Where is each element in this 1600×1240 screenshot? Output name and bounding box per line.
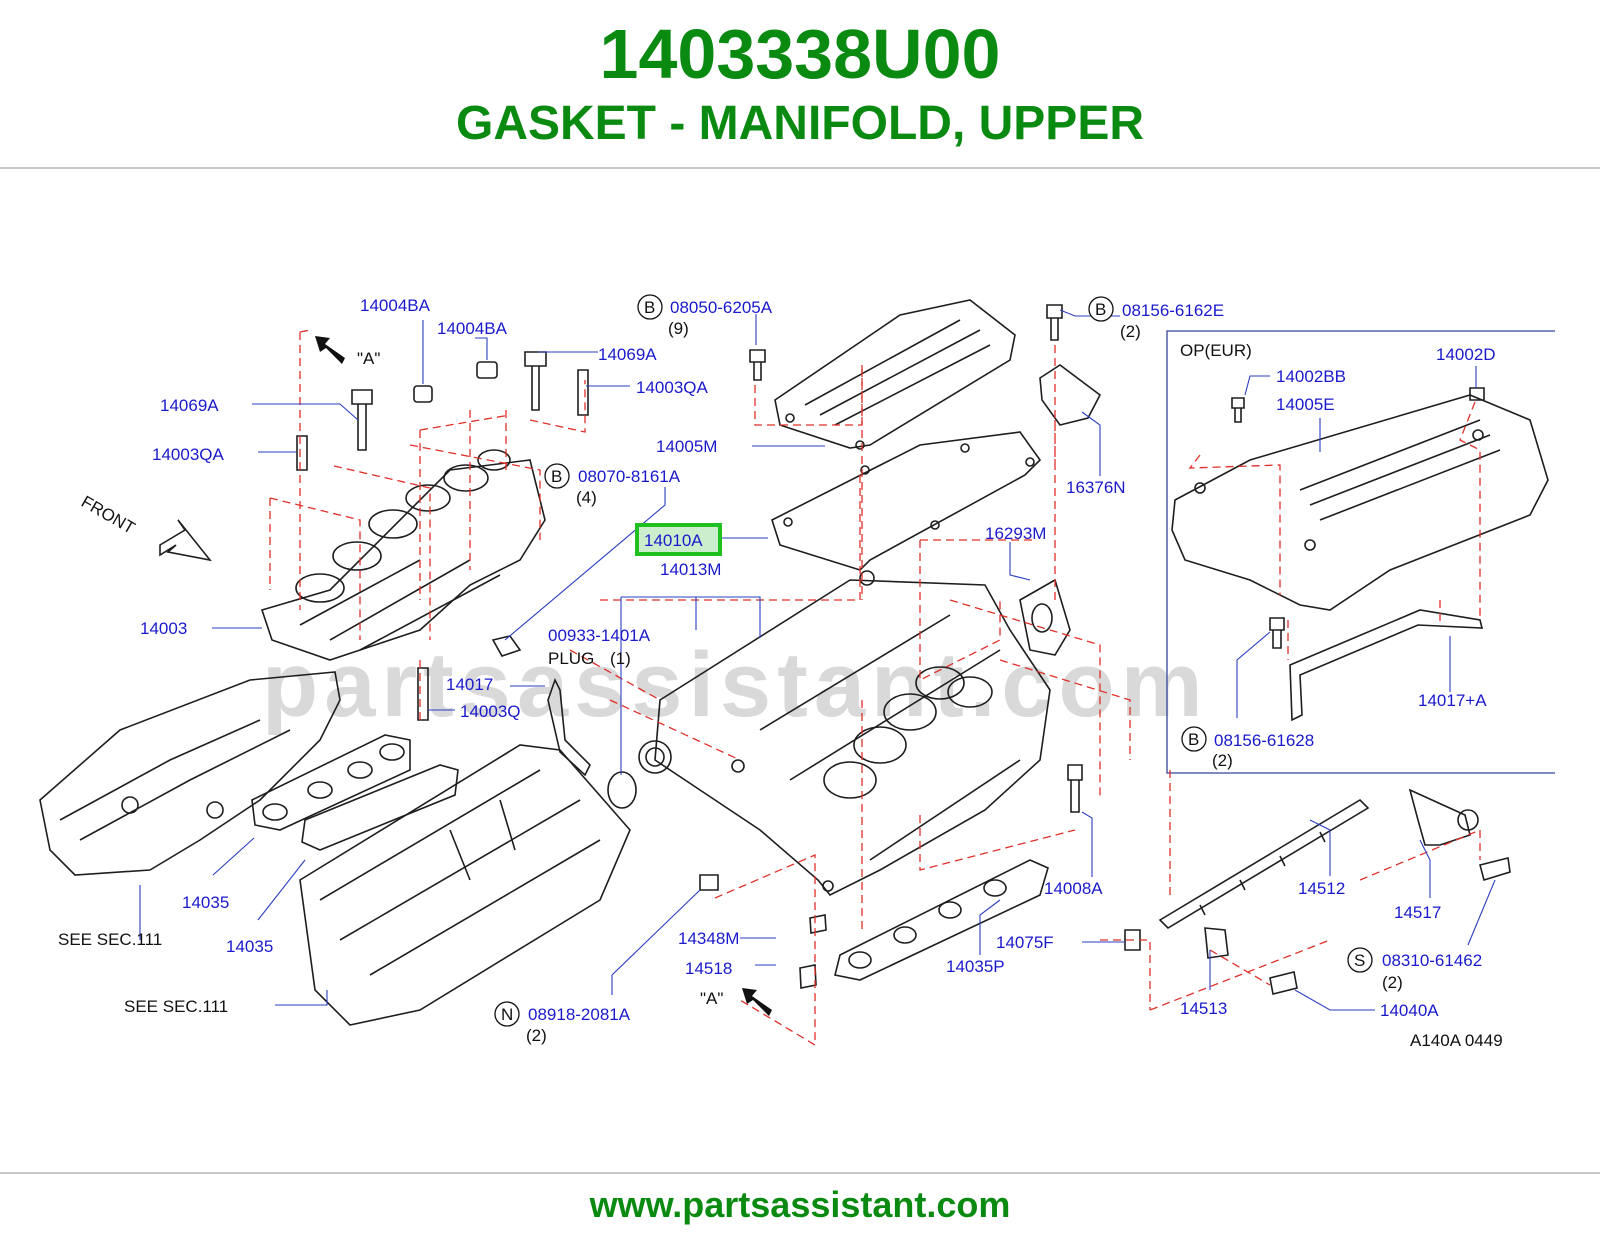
site-url[interactable]: www.partsassistant.com [589, 1184, 1011, 1225]
fasteners-drawing [296, 304, 1511, 995]
label-plug: PLUG [548, 649, 594, 668]
label-14069A-1[interactable]: 14069A [598, 345, 657, 364]
upper-manifold-drawing [638, 570, 1051, 897]
label-14517[interactable]: 14517 [1394, 903, 1441, 922]
label-08156-61628[interactable]: 08156-61628 [1214, 731, 1314, 750]
label-plug-qty: (1) [610, 649, 631, 668]
header-divider [0, 167, 1600, 169]
collector-cover-drawing [774, 299, 1016, 450]
label-08070-8161A[interactable]: 08070-8161A [578, 467, 681, 486]
label-08156-box-qty: (2) [1212, 751, 1233, 770]
label-view-a-top: "A" [357, 349, 380, 368]
bracket-14017-drawing [547, 677, 591, 777]
label-see-sec-111-1: SEE SEC.111 [58, 930, 162, 949]
bracket-16376N-drawing [1039, 364, 1102, 426]
label-14518[interactable]: 14518 [685, 959, 732, 978]
watermark-text: partsassistant.com [262, 634, 1209, 736]
symbol-circles [494, 294, 1373, 1027]
label-14003[interactable]: 14003 [140, 619, 187, 638]
label-16293M[interactable]: 16293M [985, 524, 1046, 543]
label-14040A[interactable]: 14040A [1380, 1001, 1439, 1020]
plug-ring-drawing [607, 771, 637, 809]
label-14035P[interactable]: 14035P [946, 957, 1005, 976]
label-14513[interactable]: 14513 [1180, 999, 1227, 1018]
symbol-b-3: B [551, 467, 562, 486]
label-14005E[interactable]: 14005E [1276, 395, 1335, 414]
label-14003QA-1[interactable]: 14003QA [636, 378, 708, 397]
gasket-14035P-drawing [834, 859, 1049, 981]
label-14010A[interactable]: 14010A [644, 531, 703, 550]
lower-manifold-drawing [260, 449, 546, 661]
label-op-eur: OP(EUR) [1180, 341, 1252, 360]
gasket-14010A-drawing [771, 431, 1042, 571]
regulator-drawing [1408, 788, 1479, 846]
label-08050-6205A[interactable]: 08050-6205A [670, 298, 773, 317]
view-a-arrow-top [315, 336, 345, 364]
label-08310-qty: (2) [1382, 973, 1403, 992]
cylinder-head-left-drawing [39, 671, 341, 876]
exhaust-gasket-drawing [251, 734, 459, 851]
label-08156-6162E[interactable]: 08156-6162E [1122, 301, 1224, 320]
label-front: FRONT [78, 492, 138, 538]
cylinder-head-right-drawing [299, 744, 631, 1026]
label-14008A[interactable]: 14008A [1044, 879, 1103, 898]
symbol-n: N [501, 1005, 513, 1024]
engine-cover-drawing [1171, 394, 1549, 611]
callout-labels: 14004BA 14004BA 14069A 14003QA 14069A 14… [58, 296, 1503, 1050]
label-14348M[interactable]: 14348M [678, 929, 739, 948]
symbol-b-4: B [1188, 730, 1199, 749]
label-14017[interactable]: 14017 [446, 675, 493, 694]
view-a-arrow-bottom [742, 988, 772, 1016]
leader-lines [139, 309, 1496, 1011]
label-14005M[interactable]: 14005M [656, 437, 717, 456]
label-08310-61462[interactable]: 08310-61462 [1382, 951, 1482, 970]
label-14512[interactable]: 14512 [1298, 879, 1345, 898]
label-14035-2[interactable]: 14035 [226, 937, 273, 956]
label-14004BA-2[interactable]: 14004BA [437, 319, 508, 338]
label-08050-qty: (9) [668, 319, 689, 338]
assembly-lines [269, 329, 1481, 1047]
label-08070-qty: (4) [576, 488, 597, 507]
label-08918-2081A[interactable]: 08918-2081A [528, 1005, 631, 1024]
gasket-16293M-drawing [1019, 578, 1071, 656]
label-14002BB[interactable]: 14002BB [1276, 367, 1346, 386]
label-14069A-2[interactable]: 14069A [160, 396, 219, 415]
footer-divider [0, 1172, 1600, 1174]
label-14017-A[interactable]: 14017+A [1418, 691, 1487, 710]
symbol-s: S [1354, 951, 1365, 970]
fuel-rail-drawing [1158, 798, 1370, 930]
label-08156-top-qty: (2) [1120, 322, 1141, 341]
label-14003Q[interactable]: 14003Q [460, 702, 521, 721]
op-eur-box [1166, 330, 1555, 774]
front-arrow [159, 519, 212, 562]
highlight-box-14010A [635, 523, 722, 556]
label-14003QA-2[interactable]: 14003QA [152, 445, 224, 464]
label-14035-1[interactable]: 14035 [182, 893, 229, 912]
label-08918-qty: (2) [526, 1026, 547, 1045]
label-14075F[interactable]: 14075F [996, 933, 1054, 952]
label-16376N-text[interactable]: 16376N [1066, 478, 1126, 497]
label-00933-1401A[interactable]: 00933-1401A [548, 626, 651, 645]
symbol-b-2: B [1095, 300, 1106, 319]
part-name: GASKET - MANIFOLD, UPPER [455, 97, 1144, 150]
label-14013M[interactable]: 14013M [660, 560, 721, 579]
label-14004BA-1[interactable]: 14004BA [360, 296, 431, 315]
part-number: 1403338U00 [599, 15, 1001, 93]
label-view-a-bottom: "A" [700, 989, 723, 1008]
symbol-b-1: B [644, 298, 655, 317]
label-see-sec-111-2: SEE SEC.111 [124, 997, 228, 1016]
diagram-code: A140A 0449 [1410, 1031, 1503, 1050]
label-14002D[interactable]: 14002D [1436, 345, 1496, 364]
